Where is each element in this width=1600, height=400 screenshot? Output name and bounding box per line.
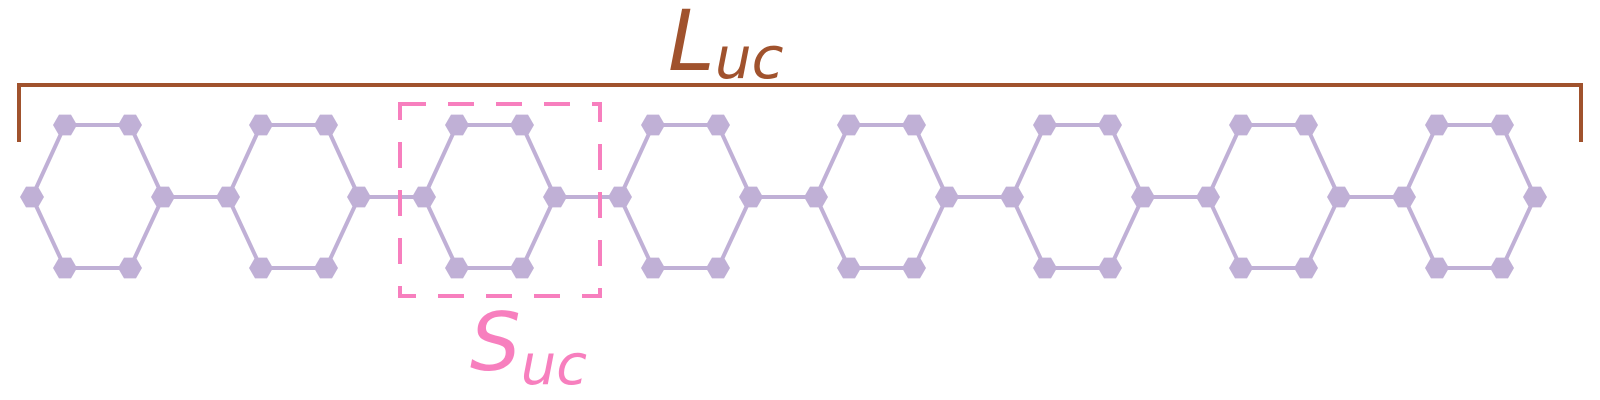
ring-bond [1010,196,1047,269]
atom-node [510,114,534,136]
small-unit-cell-label-sub: uc [521,333,587,398]
ring-bond [1402,124,1439,198]
atom-node [1131,186,1155,208]
atom-node [1196,186,1220,208]
ring-bond [226,124,263,198]
atom-node [347,186,371,208]
atom-node [1229,257,1253,279]
atom-node [1294,114,1318,136]
ring-bond [30,124,67,198]
atom-node [249,257,273,279]
ring-bond [1010,124,1047,198]
large-unit-cell-bracket [17,83,1583,142]
atom-node [902,257,926,279]
large-unit-cell-label: Luc [668,0,784,92]
atom-node [608,186,632,208]
ring-bond [1108,124,1145,198]
atom-node [1000,186,1024,208]
small-unit-cell-label-main: S [470,296,521,389]
atom-node [314,257,338,279]
small-unit-cell-box [398,102,602,298]
ring-bond [814,124,851,198]
atom-node [1523,186,1547,208]
ring-bond [128,124,165,198]
atom-node [837,114,861,136]
atom-node [445,114,469,136]
atom-node [641,114,665,136]
atom-node [118,257,142,279]
ring-bond [618,196,655,269]
ring-bond [422,124,459,198]
ring-bond [520,124,557,198]
atom-node [935,186,959,208]
atom-node [837,257,861,279]
ring-bond [1500,124,1537,198]
atom-node [118,114,142,136]
atom-node [804,186,828,208]
ring-bond [324,196,361,269]
atom-node [543,186,567,208]
atom-node [314,114,338,136]
atom-node [53,114,77,136]
ring-bond [618,124,655,198]
atom-node [1490,114,1514,136]
ring-bond [30,196,67,269]
atom-node [1098,114,1122,136]
atom-node [1098,257,1122,279]
atom-node [1425,257,1449,279]
ring-bond [324,124,361,198]
atom-node [641,257,665,279]
atom-node [216,186,240,208]
atom-node [1490,257,1514,279]
ring-bond [1108,196,1145,269]
atom-node [1229,114,1253,136]
ring-bond [912,196,949,269]
atom-node [151,186,175,208]
ring-bond [520,196,557,269]
atom-node [1033,114,1057,136]
ring-bond [1206,196,1243,269]
ring-bond [1500,196,1537,269]
atom-node [445,257,469,279]
ring-bond [128,196,165,269]
atom-node [706,257,730,279]
atom-node [902,114,926,136]
atom-node [412,186,436,208]
atom-node [1294,257,1318,279]
atom-node [1425,114,1449,136]
atom-node [1033,257,1057,279]
large-unit-cell-label-main: L [668,0,715,90]
atom-node [739,186,763,208]
large-unit-cell-label-sub: uc [715,24,784,92]
hexagon-chain [20,114,1547,279]
atom-node [20,186,44,208]
ring-bond [1304,124,1341,198]
ring-bond [716,124,753,198]
atom-node [1327,186,1351,208]
atom-node [53,257,77,279]
atom-node [510,257,534,279]
ring-bond [814,196,851,269]
atom-node [1392,186,1416,208]
ring-bond [422,196,459,269]
ring-bond [1206,124,1243,198]
ring-bond [716,196,753,269]
small-unit-cell-label: Suc [470,296,587,398]
atom-node [706,114,730,136]
ring-bond [1304,196,1341,269]
atom-node [249,114,273,136]
ring-bond [1402,196,1439,269]
ring-bond [912,124,949,198]
ring-bond [226,196,263,269]
